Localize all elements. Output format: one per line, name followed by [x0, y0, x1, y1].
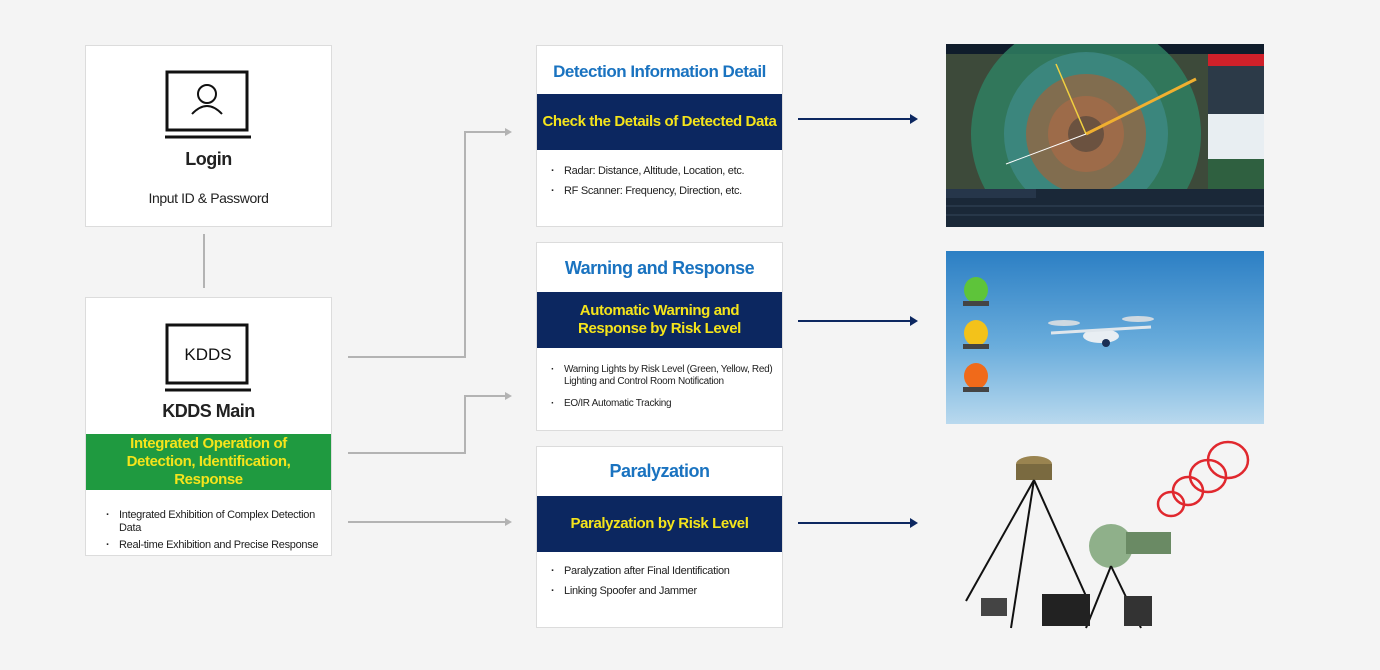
- warning-drone-image: [946, 251, 1264, 424]
- jammer-equipment-image: [946, 436, 1264, 636]
- connector-paralyzation-h: [348, 521, 506, 523]
- red-warning-light-icon: [963, 363, 989, 392]
- list-item: Warning Lights by Risk Level (Green, Yel…: [551, 364, 776, 388]
- kdds-main-bullets: Integrated Exhibition of Complex Detecti…: [106, 509, 331, 552]
- list-item: EO/IR Automatic Tracking: [551, 397, 776, 410]
- detection-bullets: Radar: Distance, Altitude, Location, etc…: [551, 165, 745, 198]
- login-title: Login: [185, 149, 232, 169]
- kdds-monitor-icon: [165, 323, 251, 392]
- connector-warning-h1: [348, 452, 466, 454]
- detection-screen-image: [946, 44, 1264, 227]
- paralyzation-image-arrowhead: [910, 518, 918, 528]
- yellow-warning-light-icon: [963, 320, 989, 349]
- detection-card: Detection Information Detail Check the D…: [536, 45, 783, 227]
- paralyzation-card: Paralyzation Paralyzation by Risk Level …: [536, 446, 783, 628]
- list-item: Paralyzation after Final Identification: [551, 565, 730, 578]
- connector-detection-h2: [464, 131, 506, 133]
- warning-bullets: Warning Lights by Risk Level (Green, Yel…: [551, 364, 776, 410]
- detection-band: Check the Details of Detected Data: [537, 94, 782, 150]
- connector-detection-arrowhead: [505, 128, 512, 136]
- connector-warning-arrowhead: [505, 392, 512, 400]
- paralyzation-title: Paralyzation: [609, 461, 710, 481]
- list-item: Radar: Distance, Altitude, Location, etc…: [551, 165, 745, 178]
- warning-band: Automatic Warning and Response by Risk L…: [537, 292, 782, 348]
- connector-warning-h2: [464, 395, 506, 397]
- warning-image-arrow: [798, 320, 910, 322]
- connector-detection-h1: [348, 356, 466, 358]
- list-item: RF Scanner: Frequency, Direction, etc.: [551, 185, 744, 198]
- login-subtitle: Input ID & Password: [148, 190, 269, 206]
- detection-title: Detection Information Detail: [553, 62, 766, 81]
- paralyzation-image-arrow: [798, 522, 910, 524]
- detection-image-arrowhead: [910, 114, 918, 124]
- kdds-screen-label: KDDS: [184, 345, 232, 364]
- paralyzation-bullets: Paralyzation after Final Identification …: [551, 565, 730, 598]
- kdds-main-band: Integrated Operation of Detection, Ident…: [86, 434, 331, 490]
- list-item: Linking Spoofer and Jammer: [551, 585, 730, 598]
- warning-title: Warning and Response: [564, 258, 755, 278]
- kdds-main-card: KDDS KDDS Main Integrated Operation of D…: [85, 297, 332, 556]
- warning-image-arrowhead: [910, 316, 918, 326]
- connector-warning-v: [464, 395, 466, 454]
- connector-detection-v: [464, 131, 466, 358]
- kdds-main-title: KDDS Main: [162, 401, 255, 421]
- login-main-connector: [203, 234, 205, 288]
- paralyzation-band: Paralyzation by Risk Level: [537, 496, 782, 552]
- list-item: Integrated Exhibition of Complex Detecti…: [106, 509, 331, 535]
- connector-paralyzation-arrowhead: [505, 518, 512, 526]
- green-warning-light-icon: [963, 277, 989, 306]
- user-monitor-icon: [165, 70, 251, 139]
- login-card: Login Input ID & Password: [85, 45, 332, 227]
- warning-card: Warning and Response Automatic Warning a…: [536, 242, 783, 431]
- list-item: Real-time Exhibition and Precise Respons…: [106, 539, 331, 552]
- drone-icon: [1048, 316, 1154, 347]
- detection-image-arrow: [798, 118, 910, 120]
